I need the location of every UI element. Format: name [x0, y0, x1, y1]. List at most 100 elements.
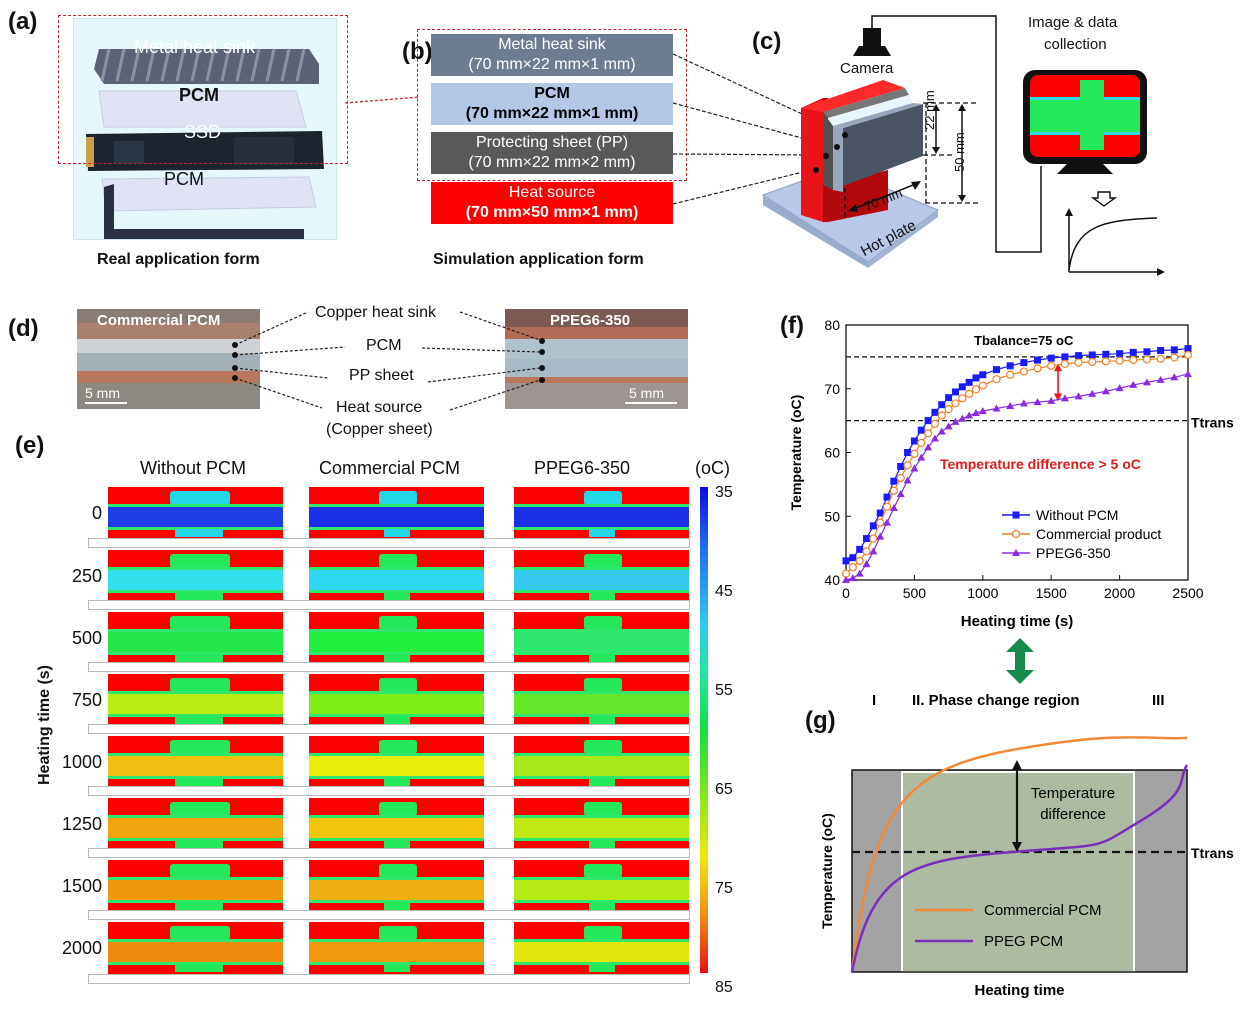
- caption-a: Real application form: [97, 251, 260, 268]
- heat-source-region: [175, 716, 223, 724]
- data-point: [944, 422, 953, 430]
- thermal-image: [108, 798, 283, 850]
- sim-box-title: Protecting sheet (PP): [475, 134, 629, 151]
- data-point: [1020, 359, 1028, 367]
- column-header-ppeg6-350: PPEG6-350: [534, 458, 631, 478]
- pcm-band: [309, 507, 484, 527]
- arrowhead-up: [1012, 760, 1022, 770]
- row-label: 250: [71, 566, 102, 586]
- heat-sink-region: [170, 678, 230, 692]
- legend-label: PPEG PCM: [984, 933, 1063, 950]
- panel-label-c: (c): [752, 28, 782, 55]
- row-separator: [88, 910, 690, 920]
- pcm-band: [514, 507, 689, 527]
- data-point: [848, 574, 857, 582]
- row-separator: [88, 786, 690, 796]
- boundary-line: [108, 939, 283, 942]
- data-point: [876, 518, 885, 527]
- data-point: [979, 371, 987, 379]
- heat-sink-region: [170, 491, 230, 505]
- data-point: [938, 401, 946, 409]
- x-tick-label: 2000: [1104, 585, 1135, 601]
- column-header-commercial-pcm: Commercial PCM: [319, 458, 461, 478]
- x-tick-label: 2500: [1172, 585, 1203, 601]
- sim-box-heat-source: Heat source (70 mm×50 mm×1 mm): [431, 182, 673, 224]
- collection-label-line2: collection: [1044, 36, 1107, 53]
- data-point: [1006, 362, 1014, 370]
- scale-bar: [625, 402, 677, 404]
- data-point: [1115, 356, 1124, 365]
- data-point: [971, 408, 980, 416]
- data-point: [910, 437, 918, 445]
- heat-sink-region: [584, 616, 622, 630]
- data-point: [910, 464, 919, 472]
- pcm-band: [108, 818, 283, 838]
- pcm-band: [108, 507, 283, 527]
- region-label-iii: III: [1152, 692, 1165, 709]
- data-point: [869, 547, 878, 555]
- thermal-image: [309, 922, 484, 974]
- data-point: [910, 449, 919, 458]
- legend-marker: [1012, 549, 1020, 556]
- boundary-line: [309, 753, 484, 756]
- data-point: [1170, 346, 1178, 354]
- data-point: [862, 547, 871, 556]
- layer-label-heat-sink: Metal heat sink: [134, 37, 256, 57]
- data-point: [862, 560, 871, 568]
- data-point: [903, 461, 912, 470]
- data-point: [1156, 354, 1165, 363]
- arrowhead-down: [1012, 842, 1022, 852]
- heat-sink-region: [584, 554, 622, 568]
- boundary-line: [309, 590, 484, 593]
- boundary-line: [309, 691, 484, 694]
- ssd-exploded-photo: Metal heat sink PCM SSD PCM: [73, 18, 337, 240]
- pcm-band: [514, 570, 689, 590]
- data-point: [1075, 352, 1083, 360]
- boundary-line: [309, 714, 484, 717]
- label-copper-sheet: (Copper sheet): [326, 421, 433, 438]
- row-label: 2000: [61, 938, 102, 958]
- heat-source-region: [175, 964, 223, 972]
- pcm-band: [309, 880, 484, 900]
- thermal-image: [108, 550, 283, 602]
- legend-marker: [1012, 511, 1020, 519]
- boundary-line: [108, 652, 283, 655]
- selection-box-a: [58, 15, 348, 164]
- series-ppeg-pcm: [850, 764, 1189, 973]
- thermal-image: [309, 550, 484, 602]
- data-point: [1047, 354, 1055, 362]
- difference-label-2: difference: [1040, 806, 1106, 823]
- row-label: 1000: [61, 752, 102, 772]
- row-separator: [88, 538, 690, 548]
- data-point: [1116, 350, 1124, 358]
- heat-sink-region: [170, 554, 230, 568]
- boundary-line: [514, 504, 689, 507]
- boundary-line: [108, 714, 283, 717]
- heat-sink-region: [170, 740, 230, 754]
- colorbar-unit: (oC): [695, 458, 730, 478]
- selection-box-b: [417, 29, 687, 181]
- data-point: [951, 399, 960, 408]
- data-point: [849, 554, 857, 562]
- boundary-line: [108, 815, 283, 818]
- heat-sink-region: [584, 864, 622, 878]
- pcm-band: [309, 756, 484, 776]
- thermal-image: [309, 798, 484, 850]
- colorbar: [700, 487, 708, 973]
- data-point: [992, 366, 1000, 374]
- sim-box-dims: (70 mm×50 mm×1 mm): [465, 204, 639, 221]
- boundary-line: [514, 590, 689, 593]
- data-point: [855, 556, 864, 565]
- heat-source-region: [589, 716, 615, 724]
- data-point: [1034, 356, 1042, 364]
- data-point: [923, 429, 933, 438]
- data-point: [1184, 370, 1192, 378]
- data-point: [992, 404, 1001, 412]
- pcm-band: [514, 632, 689, 652]
- region-label-i: I: [872, 692, 876, 709]
- heat-source-region: [175, 654, 223, 662]
- boundary-line: [309, 900, 484, 903]
- data-point: [1129, 380, 1138, 388]
- data-point: [930, 419, 940, 428]
- pcm-band: [514, 942, 689, 962]
